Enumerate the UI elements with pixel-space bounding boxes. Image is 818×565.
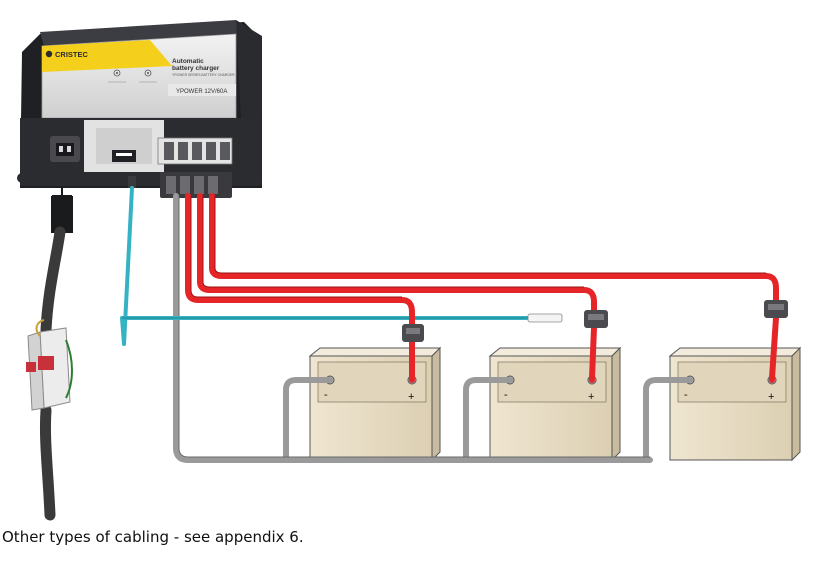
negative-cables — [173, 193, 693, 463]
fuse-3 — [764, 300, 788, 318]
positive-cables — [185, 193, 779, 381]
battery-2-minus-label: - — [504, 389, 508, 401]
battery-3-minus-label: - — [684, 389, 688, 401]
charger-subtitle: YPOWER SERIES BATTERY CHARGER — [172, 73, 235, 77]
temperature-sensor-cable — [120, 186, 563, 346]
battery-3-plus-label: + — [768, 391, 774, 403]
battery-1-plus-label: + — [408, 391, 414, 403]
mains-socket — [50, 136, 80, 162]
battery-2-plus-label: + — [588, 391, 594, 403]
charger-terminal-block — [157, 137, 233, 198]
brand-logo-icon — [45, 50, 53, 58]
battery-charger: CRISTEC Automatic battery charger YPOWER… — [17, 20, 262, 198]
charger-brand: CRISTEC — [55, 50, 89, 59]
temperature-sensor-probe — [527, 313, 563, 323]
mains-cable — [39, 186, 73, 521]
charger-title-line2: battery charger — [172, 65, 220, 72]
charger-model: YPOWER 12V/60A — [176, 89, 227, 95]
battery-2: - + — [488, 346, 622, 462]
diagram-caption: Other types of cabling - see appendix 6. — [2, 528, 304, 546]
circuit-breaker — [26, 319, 73, 411]
status-leds — [108, 69, 157, 83]
fuse-1 — [402, 324, 424, 342]
battery-3: - + — [668, 346, 802, 462]
charger-accent-stripe — [42, 40, 172, 72]
battery-1-minus-label: - — [324, 389, 328, 401]
charger-title-line1: Automatic — [172, 58, 204, 65]
battery-1: - + — [308, 346, 442, 462]
fuse-2 — [584, 310, 608, 328]
